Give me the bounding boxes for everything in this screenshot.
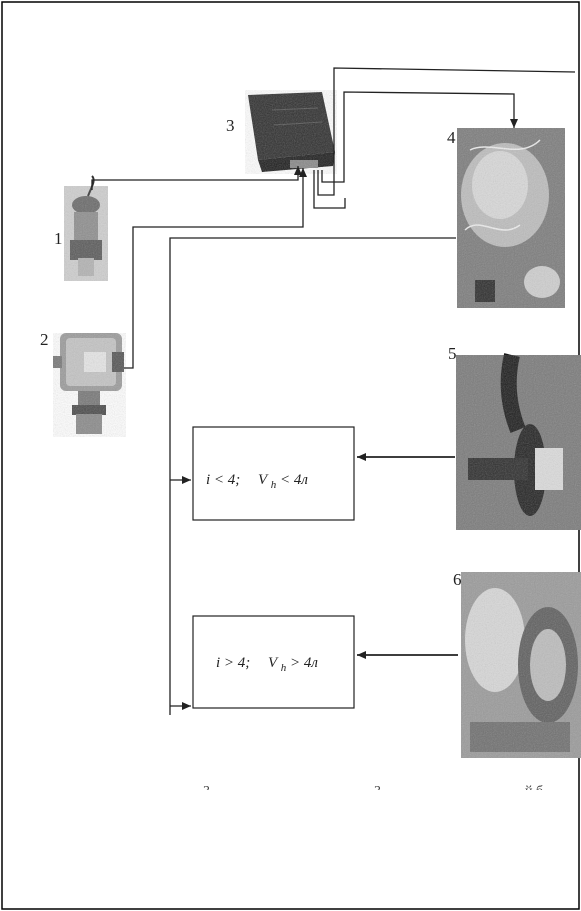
condition-box-upper (192, 426, 355, 521)
label-2: 2 (40, 330, 49, 349)
line-feedback-bus (169, 237, 456, 715)
condition-lower-i: i > 4; (216, 655, 250, 671)
condition-upper-v: V (258, 472, 269, 488)
condition-box-lower (192, 615, 355, 709)
condition-lower-text: i > 4; V h > 4л (216, 655, 318, 675)
transmitter-2-photo (53, 333, 126, 437)
line-controller-engine-top (317, 67, 576, 196)
label-1: 1 (54, 229, 63, 248)
line-sensor1-controller (91, 166, 302, 190)
engine-4-photo (457, 128, 565, 308)
condition-lower-v-rel: > 4л (290, 655, 318, 671)
condition-upper-i: i < 4; (206, 472, 240, 488)
condition-upper-text: i < 4; V h < 4л (206, 472, 308, 492)
condition-upper-v-sub: h (271, 479, 277, 491)
label-4: 4 (447, 128, 456, 147)
line-controller-bottom (313, 170, 346, 209)
turbocharger-6-photo (461, 572, 581, 758)
label-3: 3 (226, 116, 235, 135)
condition-lower-v-sub: h (281, 662, 287, 674)
controller-3-photo (245, 90, 337, 174)
label-6: 6 (453, 570, 462, 589)
sensor-1-photo (64, 175, 108, 281)
condition-upper-v-rel: < 4л (280, 472, 308, 488)
flow-sensor-5-photo (456, 353, 581, 530)
line-controller-engine (321, 91, 518, 183)
condition-lower-v: V (268, 655, 279, 671)
line-transmitter2-controller (124, 168, 307, 369)
label-5: 5 (448, 344, 457, 363)
caption-mask (4, 790, 577, 800)
